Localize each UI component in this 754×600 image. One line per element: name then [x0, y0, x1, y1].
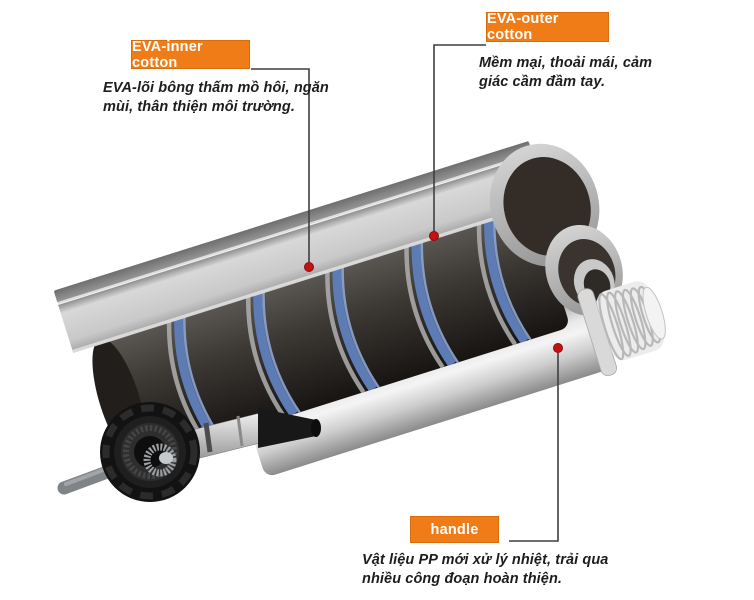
description-eva-outer-cotton: Mềm mại, thoải mái, cảm giác cầm đầm tay… — [479, 55, 653, 90]
foam-blue-stripes — [166, 212, 532, 444]
description-eva-inner-cotton: EVA-lõi bông thấm mồ hôi, ngăn mùi, thân… — [103, 80, 329, 115]
label-eva-inner-cotton: EVA-inner cotton — [131, 39, 250, 71]
label-handle: handle — [410, 516, 499, 543]
red-dot-outer-cotton-icon — [429, 231, 439, 241]
red-dot-inner-cotton-icon — [304, 262, 314, 272]
eva-outer-sheet — [54, 141, 549, 354]
connector-line-inner-cotton — [251, 68, 310, 262]
connector-line-handle — [509, 353, 559, 542]
handle-cutaway-body — [54, 141, 666, 476]
rope-end-cap — [100, 402, 200, 502]
label-eva-outer-cotton: EVA-outer cotton — [486, 11, 609, 43]
callout-connectors — [251, 44, 563, 542]
threaded-screw-end — [577, 281, 666, 377]
red-dot-handle-icon — [553, 343, 563, 353]
connector-line-outer-cotton — [433, 44, 486, 231]
description-handle: Vật liệu PP mới xử lý nhiệt, trải qua nh… — [362, 552, 609, 587]
eva-inner-foam — [92, 203, 568, 462]
